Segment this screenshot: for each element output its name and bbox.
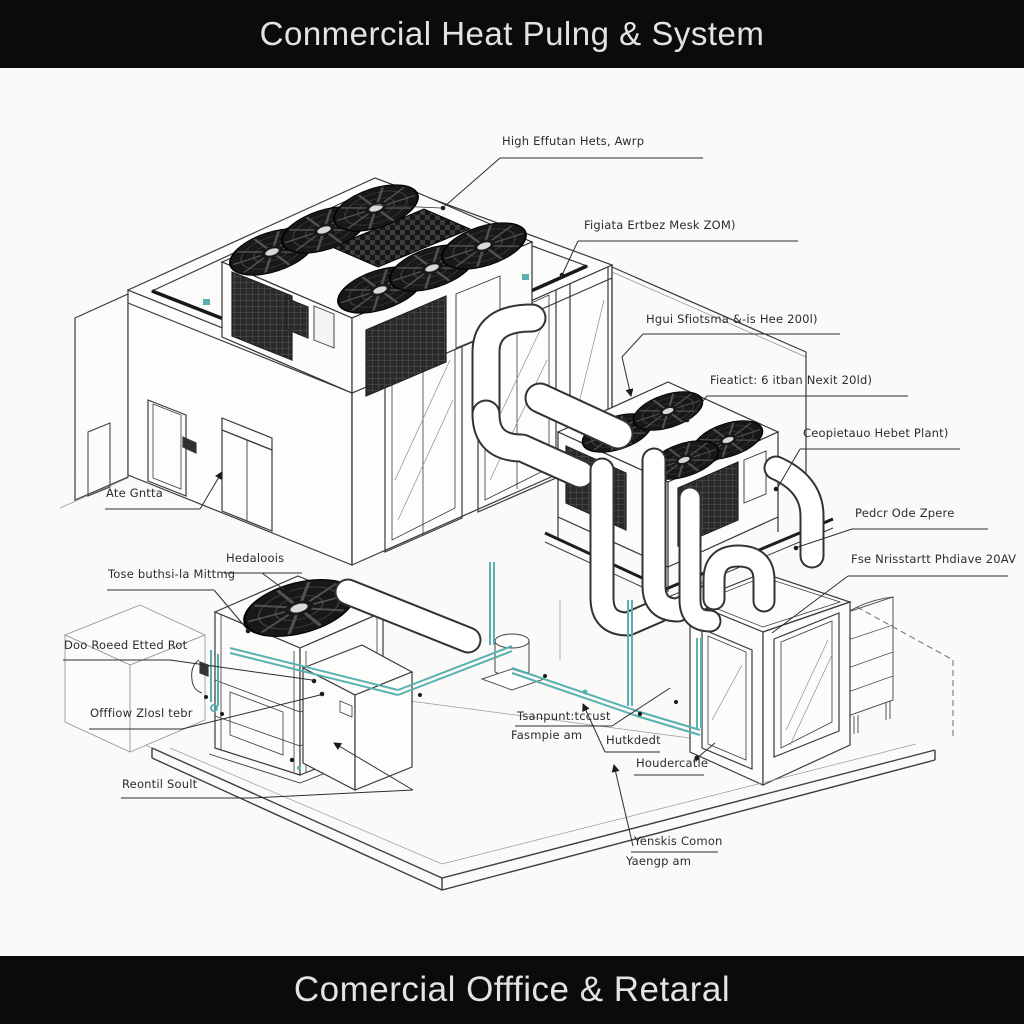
layout-dashed-lines [856,606,954,740]
callout-16: Houdercatle [636,756,708,770]
callout-12: Offfiow Zlosl tebr [90,706,193,720]
callout-9-text: Hedaloois [226,551,285,565]
glass-enclosure [688,572,852,786]
ground-slab [151,743,936,891]
callout-17-line1: Yenskis Comon [634,834,723,848]
callout-7-text: Fse Nrisstartt Phdiave 20AV [851,552,1017,566]
callout-8-text: Ate Gntta [106,486,163,500]
top-banner: Conmercial Heat Pulng & System [0,0,1024,68]
callout-14-text: Tsanpunt:tccust [517,709,611,723]
callout-2: Figiata Ertbez Mesk ZOM) [584,218,736,232]
equipment-cabinet [301,644,414,791]
callout-14-text2: Fasmpie am [511,728,583,742]
callout-7: Fse Nrisstartt Phdiave 20AV [851,552,1016,566]
callout-10-text: Tose buthsi-la Mittmg [108,567,236,581]
callout-17-text2: Yaengp am [626,854,692,868]
leader-lines [63,157,1008,853]
bottom-banner: Comercial Offfice & Retaral [0,956,1024,1024]
callout-1: High Effutan Hets, Awrp [502,134,644,148]
callout-5: Ceopietauo Hebet Plant) [803,426,949,440]
callout-3: Hgui Sfiotsma &-is Hee 200l) [646,312,818,326]
callout-13: Reontil Soult [122,777,197,791]
callout-15: Hutkdedt [606,733,661,747]
callout-11-text: Doo Roeed Etted Rot [64,638,188,652]
coolant-piping [203,274,702,770]
callout-13-text: Reontil Soult [122,777,198,791]
callout-5-text: Ceopietauo Hebet Plant) [803,426,949,440]
leader-dots [245,205,799,761]
bottom-banner-title: Comercial Offfice & Retaral [293,970,731,1009]
callout-11: Doo Roeed Etted Rot [64,638,187,652]
callout-8: Ate Gntta [106,486,163,500]
rooftop-unit [220,174,534,397]
callout-6-text: Pedcr Ode Zpere [855,506,955,520]
callout-10: Tose buthsi-la Mittmg [108,567,235,581]
top-banner-title: Conmercial Heat Pulng & System [259,15,765,52]
callout-9: Hedaloois [226,551,284,565]
callout-6: Pedcr Ode Zpere [855,506,955,520]
callout-4: Fieatict: 6 itban Nexit 20ld) [710,373,872,387]
callout-1-text: High Effutan Hets, Awrp [502,134,645,148]
callout-15-text: Hutkdedt [606,733,661,747]
callout-17-text: Yenskis Comon [634,834,723,848]
pipe-valves [204,674,678,717]
callout-17-line2: Yaengp am [626,854,691,868]
callout-16-text: Houdercatle [636,756,709,770]
callout-4-text: Fieatict: 6 itban Nexit 20ld) [710,373,873,387]
callout-14-line2: Fasmpie am [511,728,582,742]
callout-14-line1: Tsanpunt:tccust [517,709,611,723]
callout-12-text: Offfiow Zlosl tebr [90,706,193,720]
callout-2-text: Figiata Ertbez Mesk ZOM) [584,218,736,232]
callout-3-text: Hgui Sfiotsma &-is Hee 200l) [646,312,818,326]
